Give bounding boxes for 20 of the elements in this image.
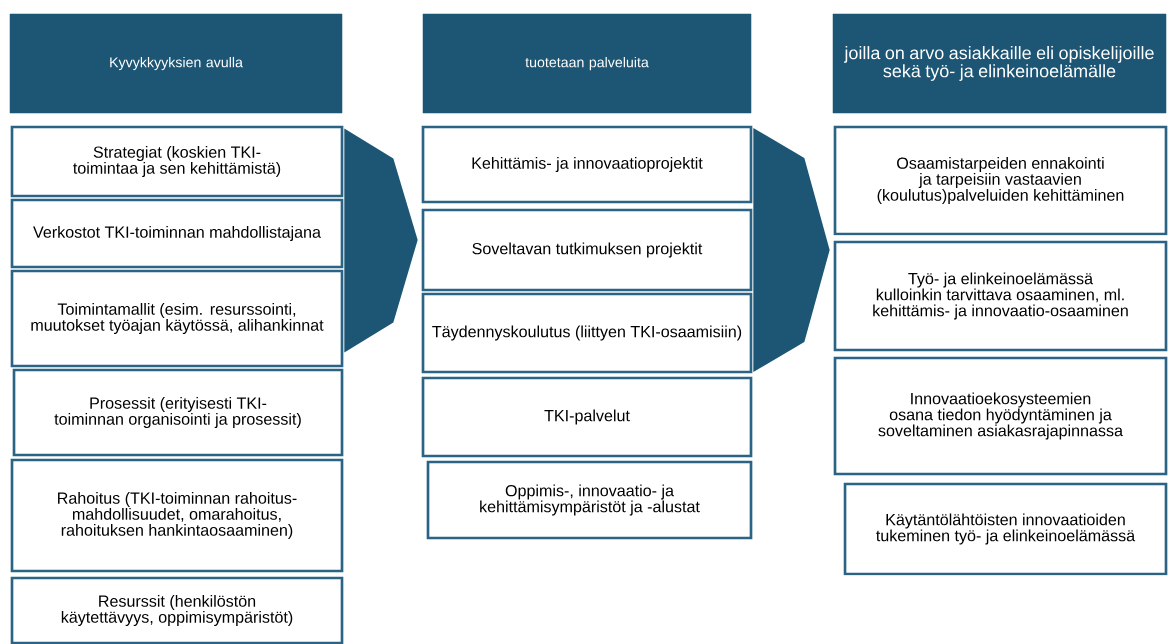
text-box: Verkostot TKI-toiminnan mahdollistajana bbox=[10, 198, 344, 269]
header-box: tuotetaan palveluita bbox=[422, 13, 752, 114]
text-box: Soveltavan tutkimuksen projektit bbox=[421, 208, 753, 292]
text-box: Rahoitus (TKI-toiminnan rahoitus-mahdollisuudet, omarahoitus, rahoituksen hankintaosaaminen) bbox=[10, 458, 344, 573]
text-box: TKI-palvelut bbox=[421, 376, 753, 458]
text-box: Työ- ja elinkeinoelämässä kulloinkin tarvittava osaaminen, ml. kehittämis- ja innovaatio-osaaminen bbox=[833, 240, 1168, 352]
block-arrow bbox=[753, 128, 830, 372]
header-box: Kyvykkyyksien avulla bbox=[9, 13, 343, 114]
block-arrow bbox=[344, 128, 418, 353]
text-box: Oppimis-, innovaatio- ja kehittämisympäristöt ja -alustat bbox=[426, 460, 753, 540]
text-box: Prosessit (erityisesti TKI-toiminnan organisointi ja prosessit) bbox=[12, 368, 344, 457]
text-box: Toimintamallit (esim. resurssointi, muutokset työajan käytössä, alihankinnat bbox=[10, 269, 344, 368]
text-box: Strategiat (koskien TKI-toimintaa ja sen kehittämistä) bbox=[10, 125, 344, 198]
text-box: Resurssit (henkilöstön käytettävyys, oppimisympäristöt) bbox=[10, 576, 344, 644]
header-box: joilla on arvo asiakkaille eli opiskelijoille sekä työ- ja elinkeinoelämälle bbox=[832, 13, 1167, 114]
text-box: Täydennyskoulutus (liittyen TKI-osaamisiin) bbox=[421, 292, 753, 374]
text-box: Osaamistarpeiden ennakointi ja tarpeisiin vastaavien (koulutus)palveluiden kehittäminen bbox=[833, 125, 1168, 236]
text-box: Käytäntölähtöisten innovaatioiden tukeminen työ- ja elinkeinoelämässä bbox=[843, 482, 1168, 576]
text-box: Kehittämis- ja innovaatioprojektit bbox=[421, 125, 753, 204]
text-box: Innovaatioekosysteemien osana tiedon hyödyntäminen ja soveltaminen asiakasrajapinnassa bbox=[833, 356, 1168, 476]
